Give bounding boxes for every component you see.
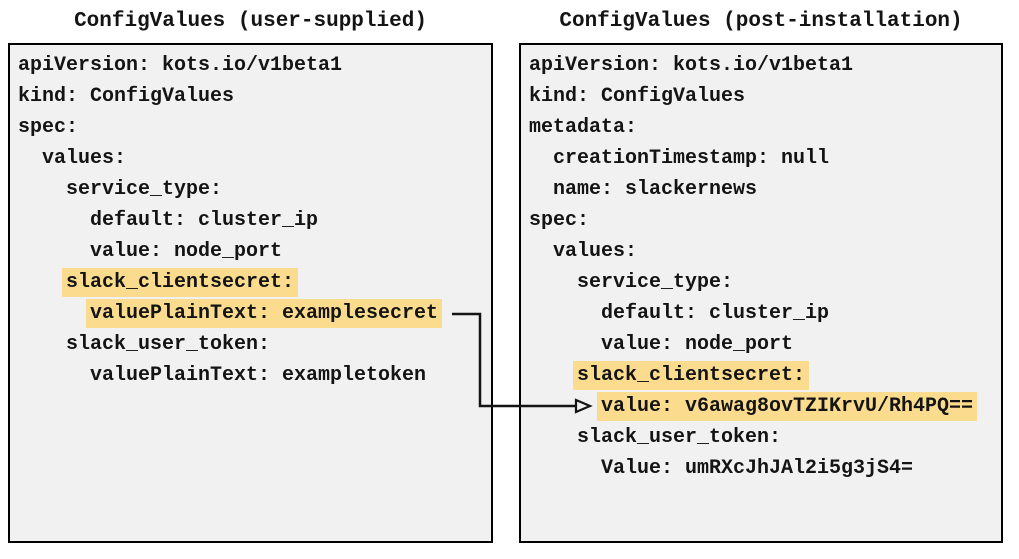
code-line: value: v6awag8ovTZIKrvU/Rh4PQ== bbox=[529, 391, 1001, 422]
code-line: slack_clientsecret: bbox=[529, 360, 1001, 391]
right-panel-title: ConfigValues (post-installation) bbox=[559, 10, 963, 33]
code-text: service_type: bbox=[66, 178, 223, 201]
code-text: values: bbox=[553, 240, 638, 263]
code-line: apiVersion: kots.io/v1beta1 bbox=[529, 50, 1001, 81]
code-line: spec: bbox=[529, 205, 1001, 236]
code-line: default: cluster_ip bbox=[529, 298, 1001, 329]
code-text: slack_user_token: bbox=[66, 333, 271, 356]
code-text: default: cluster_ip bbox=[90, 209, 319, 232]
code-text: spec: bbox=[18, 116, 79, 139]
code-text: value: node_port bbox=[601, 333, 794, 356]
highlighted-code-text: slack_clientsecret: bbox=[573, 361, 810, 390]
code-line: apiVersion: kots.io/v1beta1 bbox=[18, 50, 491, 81]
code-text: metadata: bbox=[529, 116, 638, 139]
code-text: kind: ConfigValues bbox=[529, 85, 746, 108]
code-text: spec: bbox=[529, 209, 590, 232]
code-line: Value: umRXcJhJAl2i5g3jS4= bbox=[529, 453, 1001, 484]
left-panel-group: ConfigValues (user-supplied) apiVersion:… bbox=[8, 0, 493, 543]
code-text: name: slackernews bbox=[553, 178, 758, 201]
code-text: apiVersion: kots.io/v1beta1 bbox=[18, 54, 343, 77]
right-config-panel: apiVersion: kots.io/v1beta1 kind: Config… bbox=[519, 43, 1003, 543]
code-line: spec: bbox=[18, 112, 491, 143]
code-text: valuePlainText: exampletoken bbox=[90, 364, 427, 387]
code-text: values: bbox=[42, 147, 127, 170]
code-line: valuePlainText: exampletoken bbox=[18, 360, 491, 391]
code-text: service_type: bbox=[577, 271, 734, 294]
highlighted-code-text: value: v6awag8ovTZIKrvU/Rh4PQ== bbox=[597, 392, 978, 421]
code-line: creationTimestamp: null bbox=[529, 143, 1001, 174]
code-line: slack_clientsecret: bbox=[18, 267, 491, 298]
code-text: value: node_port bbox=[90, 240, 283, 263]
code-line: value: node_port bbox=[18, 236, 491, 267]
code-line: kind: ConfigValues bbox=[529, 81, 1001, 112]
left-panel-title: ConfigValues (user-supplied) bbox=[74, 10, 427, 33]
code-line: value: node_port bbox=[529, 329, 1001, 360]
code-text: apiVersion: kots.io/v1beta1 bbox=[529, 54, 854, 77]
code-line: values: bbox=[18, 143, 491, 174]
highlighted-code-text: valuePlainText: examplesecret bbox=[86, 299, 443, 328]
code-line: kind: ConfigValues bbox=[18, 81, 491, 112]
code-line: values: bbox=[529, 236, 1001, 267]
highlighted-code-text: slack_clientsecret: bbox=[62, 268, 299, 297]
code-text: creationTimestamp: null bbox=[553, 147, 830, 170]
right-panel-group: ConfigValues (post-installation) apiVers… bbox=[519, 0, 1003, 543]
code-line: slack_user_token: bbox=[18, 329, 491, 360]
code-text: kind: ConfigValues bbox=[18, 85, 235, 108]
code-line: valuePlainText: examplesecret bbox=[18, 298, 491, 329]
code-line: metadata: bbox=[529, 112, 1001, 143]
code-line: service_type: bbox=[18, 174, 491, 205]
code-line: service_type: bbox=[529, 267, 1001, 298]
code-text: slack_user_token: bbox=[577, 426, 782, 449]
code-line: default: cluster_ip bbox=[18, 205, 491, 236]
code-line: name: slackernews bbox=[529, 174, 1001, 205]
code-text: Value: umRXcJhJAl2i5g3jS4= bbox=[601, 457, 914, 480]
left-config-panel: apiVersion: kots.io/v1beta1 kind: Config… bbox=[8, 43, 493, 543]
code-line: slack_user_token: bbox=[529, 422, 1001, 453]
code-text: default: cluster_ip bbox=[601, 302, 830, 325]
